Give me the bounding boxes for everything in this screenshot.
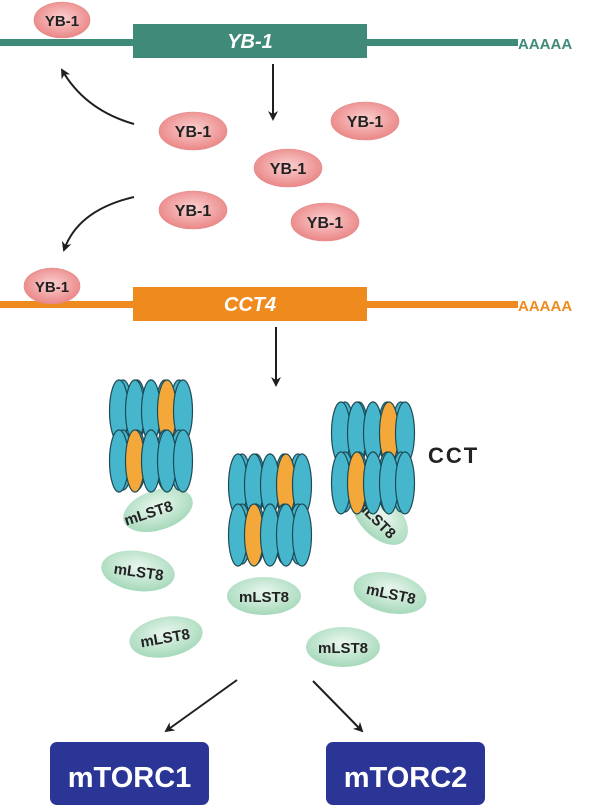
cct-complex-middle	[227, 453, 313, 567]
mtorc2-label: mTORC2	[344, 762, 468, 794]
yb1-polya-tail: AAAAA	[518, 36, 572, 53]
arrow-to-mtorc2	[312, 680, 364, 733]
mlst8-bound-cct-left: mLST8	[122, 487, 193, 533]
cct-label: CCT	[428, 443, 479, 468]
yb1-utr-3	[366, 39, 518, 46]
mtorc2-box: mTORC2	[326, 742, 485, 805]
cct-subunit	[172, 429, 194, 493]
mlst8-free-1: mLST8	[101, 550, 175, 592]
mlst8-free-2: mLST8	[227, 577, 301, 615]
cct-subunit	[394, 451, 416, 515]
yb1-protein-free-5: YB-1	[290, 202, 360, 242]
yb1-protein-free-4: YB-1	[158, 190, 228, 230]
mtorc1-box: mTORC1	[50, 742, 209, 805]
cct-subunit	[291, 503, 313, 567]
cct-complex-right	[330, 401, 416, 515]
yb1-protein-free-1: YB-1	[158, 111, 228, 151]
arrow-yb1-to-cct4	[61, 196, 135, 252]
cct4-cds-box	[133, 287, 367, 321]
mlst8-label: mLST8	[318, 640, 368, 657]
yb1-protein-label: YB-1	[347, 114, 384, 131]
yb1-utr-5	[0, 39, 136, 46]
cct4-polya-tail: AAAAA	[518, 298, 572, 315]
cct4-utr-3	[366, 301, 518, 308]
yb1-protein-label: YB-1	[270, 161, 307, 178]
mlst8-label: mLST8	[239, 589, 289, 606]
arrow-to-mtorc1	[164, 679, 238, 733]
mlst8-free-3: mLST8	[353, 571, 427, 615]
arrow-yb1-autoregulation	[61, 68, 135, 125]
yb1-protein-bound-cct4-mrna: YB-1	[23, 267, 81, 305]
cct4-utr-5	[0, 301, 136, 308]
cct-complex-left	[108, 379, 194, 493]
cct4-mrna: CCT4 AAAAA	[0, 287, 572, 321]
yb1-cds-box	[133, 24, 367, 58]
yb1-protein-label: YB-1	[307, 215, 344, 232]
yb1-protein-label: YB-1	[175, 203, 212, 220]
yb1-protein-label: YB-1	[45, 13, 79, 30]
yb1-protein-label: YB-1	[175, 124, 212, 141]
mtorc1-label: mTORC1	[68, 762, 192, 794]
mlst8-free-5: mLST8	[306, 627, 380, 667]
cct4-gene-label: CCT4	[224, 294, 276, 316]
yb1-protein-bound-yb1-mrna: YB-1	[33, 1, 91, 39]
yb1-mrna: YB-1 AAAAA	[0, 24, 572, 58]
mlst8-label: mLST8	[113, 561, 165, 585]
yb1-protein-free-3: YB-1	[253, 148, 323, 188]
yb1-gene-label: YB-1	[227, 31, 273, 53]
mlst8-free-4: mLST8	[129, 616, 203, 658]
yb1-protein-label: YB-1	[35, 279, 69, 296]
yb1-protein-free-2: YB-1	[330, 101, 400, 141]
